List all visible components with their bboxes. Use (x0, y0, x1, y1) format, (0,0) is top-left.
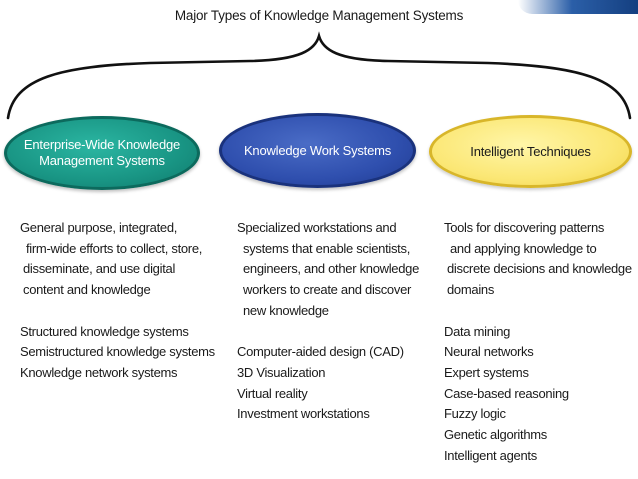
example-item: Intelligent agents (444, 447, 537, 463)
corner-decoration (518, 0, 638, 14)
diagram-title: Major Types of Knowledge Management Syst… (174, 8, 464, 23)
example-item: Data mining (444, 323, 511, 339)
description-line: systems that enable scientists, (243, 240, 411, 256)
example-item: Computer-aided design (CAD) (237, 344, 404, 360)
description-line: content and knowledge (23, 282, 151, 298)
knowledge-work-systems-oval: Knowledge Work Systems (219, 113, 416, 188)
description-line: General purpose, integrated, (20, 220, 178, 235)
example-item: Neural networks (444, 344, 534, 360)
description-line: Tools for discovering patterns (444, 220, 605, 235)
intelligent-techniques-oval: Intelligent Techniques (429, 115, 632, 188)
grouping-brace (6, 31, 632, 120)
description-line: domains (447, 282, 495, 298)
example-item: 3D Visualization (237, 364, 326, 380)
example-item: Genetic algorithms (444, 427, 547, 443)
example-item: Structured knowledge systems (20, 323, 189, 339)
description-line: disseminate, and use digital (23, 261, 176, 277)
intelligent-techniques-column: Tools for discovering patterns and apply… (444, 218, 634, 466)
description-line: discrete decisions and knowledge (447, 261, 632, 277)
example-item: Knowledge network systems (20, 364, 178, 380)
example-item: Investment workstations (237, 406, 370, 422)
example-item: Virtual reality (237, 385, 308, 401)
category-name-line: Management Systems (39, 153, 165, 168)
description-line: engineers, and other knowledge (243, 261, 420, 277)
description-line: Specialized workstations and (237, 220, 397, 235)
example-item: Semistructured knowledge systems (20, 344, 215, 360)
description-line: firm-wide efforts to collect, store, (26, 240, 203, 256)
enterprise-wide-kms-oval: Enterprise-Wide Knowledge Management Sys… (4, 116, 200, 190)
enterprise-wide-kms-column: General purpose, integrated, firm-wide e… (20, 218, 220, 384)
example-item: Fuzzy logic (444, 406, 506, 422)
description-line: new knowledge (243, 302, 329, 318)
description-line: workers to create and discover (243, 282, 412, 298)
knowledge-work-systems-column: Specialized workstations and systems tha… (237, 218, 427, 425)
example-item: Expert systems (444, 364, 529, 380)
category-name-line: Enterprise-Wide Knowledge (23, 137, 181, 152)
description-line: and applying knowledge to (450, 240, 597, 256)
category-name-line: Intelligent Techniques (470, 143, 591, 159)
category-name-line: Knowledge Work Systems (243, 142, 392, 158)
example-item: Case-based reasoning (444, 385, 569, 401)
